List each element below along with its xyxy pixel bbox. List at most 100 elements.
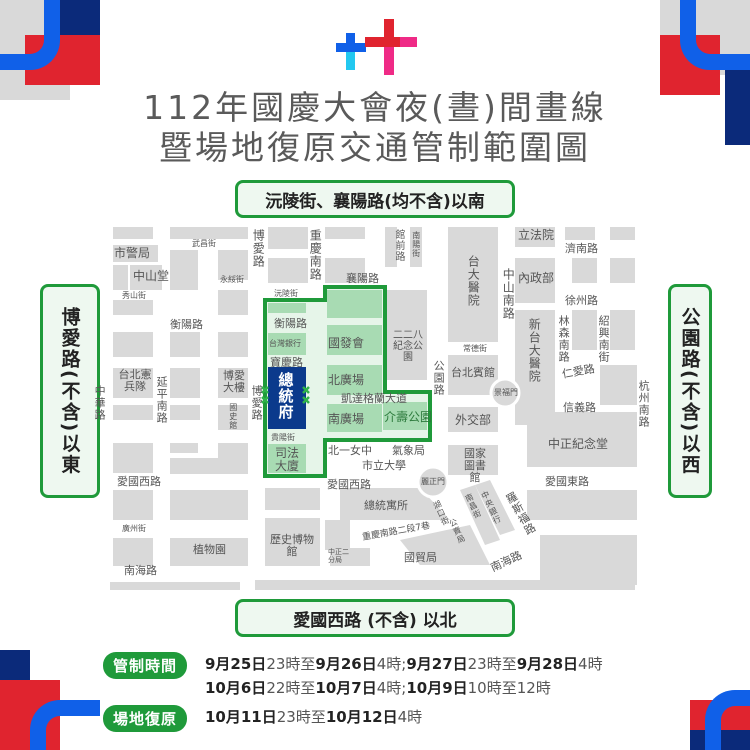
label-yongsui-st: 永綏街 [220,275,244,284]
label-city-university: 市立大學 [362,459,406,472]
label-nanyang-st: 南陽街 [411,231,421,258]
label-boai-rd-north: 博愛路 [251,229,266,268]
east-boundary-box: 公園路(不含)以西 [668,284,712,498]
label-academia-historica: 國史館 [228,403,238,430]
control-time-line-1: 9月25日23時至9月26日4時;9月27日23時至9月28日4時 [205,653,603,675]
label-history-museum: 歷史博物館 [270,533,314,559]
label-trade-bureau: 國貿局 [404,551,437,564]
label-ketagalan-blvd: 凱達格蘭大道 [341,392,407,405]
national-day-logo [336,19,417,75]
time-segment: 23時至 [266,655,316,673]
page-title-line-2: 暨場地復原交通管制範圍圖 [159,128,591,167]
control-time-line-2: 10月6日22時至10月7日4時;10月9日10時至12時 [205,677,551,699]
time-segment: 23時至 [276,708,326,726]
time-segment: 4時 [578,655,603,673]
label-xinyi-rd: 信義路 [563,401,596,414]
label-ministry-interior: 內政部 [518,271,555,285]
label-hengyang-rd-zone: 衡陽路 [274,317,307,330]
label-mofa: 外交部 [455,413,492,427]
label-new-ntu-hospital: 新台大醫院 [527,318,542,383]
label-ntu-hospital: 台大醫院 [466,255,481,307]
label-military-police: 台北憲兵隊 [118,368,152,394]
label-presidential-office: 總統府 [276,372,295,420]
south-boundary-box: 愛國西路 (不含) 以北 [235,599,515,637]
label-judicial-building: 司法大廈 [274,446,299,474]
label-guanqian-rd: 館前路 [393,229,404,262]
restore-time-badge: 場地復原 [103,705,188,732]
label-shaoxing-s-st: 紹興南街 [597,315,611,363]
control-time-badge: 管制時間 [103,652,188,679]
date-segment: 10月12日 [325,708,398,726]
label-xuzhou-rd: 徐州路 [565,294,598,307]
lizheng-gate-roundabout [416,465,450,499]
label-aiguo-w-rd-east: 愛國西路 [327,478,371,491]
date-segment: 9月27日 [406,655,468,673]
label-xiushan-st: 秀山街 [122,291,146,300]
date-segment: 10月7日 [315,679,377,697]
time-segment: 4時 [397,708,423,726]
date-segment: 9月25日 [205,655,267,673]
label-north-plaza: 北廣場 [328,373,365,387]
date-segment: 9月26日 [315,655,377,673]
label-xiangyang-rd: 襄陽路 [346,272,379,285]
date-segment: 10月11日 [205,708,277,726]
label-botanical-garden: 植物園 [193,543,226,556]
label-baoqing-rd: 寶慶路 [270,356,303,369]
label-wuchang-st: 武昌街 [192,239,216,248]
label-cks-memorial-hall: 中正紀念堂 [548,437,609,451]
time-segment: 4時; [376,679,407,697]
date-segment: 9月28日 [516,655,579,673]
label-hengyang-rd-west: 衡陽路 [170,318,203,331]
label-chongqing-s-rd: 重慶南路 [308,229,323,281]
label-taipei-guest-house: 台北賓館 [451,366,495,379]
label-guiyang-st: 貴陽街 [271,433,295,442]
label-boai-rd-west: 博愛路 [250,385,264,421]
date-segment: 10月9日 [406,679,468,697]
north-boundary-box: 沅陵街、襄陽路(均不含)以南 [235,180,515,218]
label-boai-building: 博愛大樓 [223,369,245,395]
roundabouts [416,377,521,499]
presidential-office-building [268,367,306,429]
label-zhongshan-hall: 中山堂 [133,269,170,283]
time-segment: 4時; [376,655,407,673]
label-nanhai-rd-west: 南海路 [124,564,157,577]
label-aiguo-e-rd: 愛國東路 [545,475,589,488]
label-south-plaza: 南廣場 [328,412,365,426]
label-228-park: 二二八紀念公園 [393,330,423,363]
label-zhongshan-s-rd: 中山南路 [501,268,516,320]
label-jinan-rd: 濟南路 [565,242,598,255]
label-national-library: 國家圖書館 [464,447,486,485]
label-aiguo-w-rd-west: 愛國西路 [117,475,161,488]
control-zone-blocks [268,290,427,473]
jingfu-gate-roundabout [489,377,521,409]
label-changde-st: 常德街 [463,344,487,353]
west-boundary-box: 博愛路(不含)以東 [40,284,100,498]
label-first-girls-high: 北一女中 [328,444,372,457]
label-yanping-s-rd: 延平南路 [155,376,169,424]
label-gongyuan-rd: 公園路 [432,360,446,396]
time-segment: 22時至 [266,679,316,697]
label-cwb: 氣象局 [392,444,425,457]
label-jingfu-gate: 景福門 [494,388,518,397]
label-presidential-residence: 總統寓所 [364,499,408,512]
page-title-line-1: 112年國慶大會夜(晝)間畫線 [143,88,607,127]
city-blocks [110,227,637,590]
time-segment: 23時至 [467,655,517,673]
restore-time-line: 10月11日23時至10月12日4時 [205,706,422,728]
label-zhongzheng-precinct: 中正二分局 [328,548,349,564]
label-police-hq: 市警局 [114,246,151,260]
label-legislative-yuan: 立法院 [518,228,555,242]
label-yuanling-st: 沅陵街 [274,289,298,298]
label-bank-of-taiwan: 台灣銀行 [269,339,301,348]
time-segment: 10時至12時 [467,679,551,697]
label-lizheng-gate: 麗正門 [421,477,445,486]
label-jieshou-park: 介壽公園 [384,410,433,424]
date-segment: 10月6日 [205,679,267,697]
label-linsen-s-rd: 林森南路 [557,315,571,363]
label-zhonghua-rd: 中華路 [93,385,107,421]
label-hangzhou-s-rd: 杭州南路 [637,380,651,428]
closure-markers [261,386,310,404]
label-guangzhou-st: 廣州街 [122,524,146,533]
label-ndc: 國發會 [328,336,365,350]
